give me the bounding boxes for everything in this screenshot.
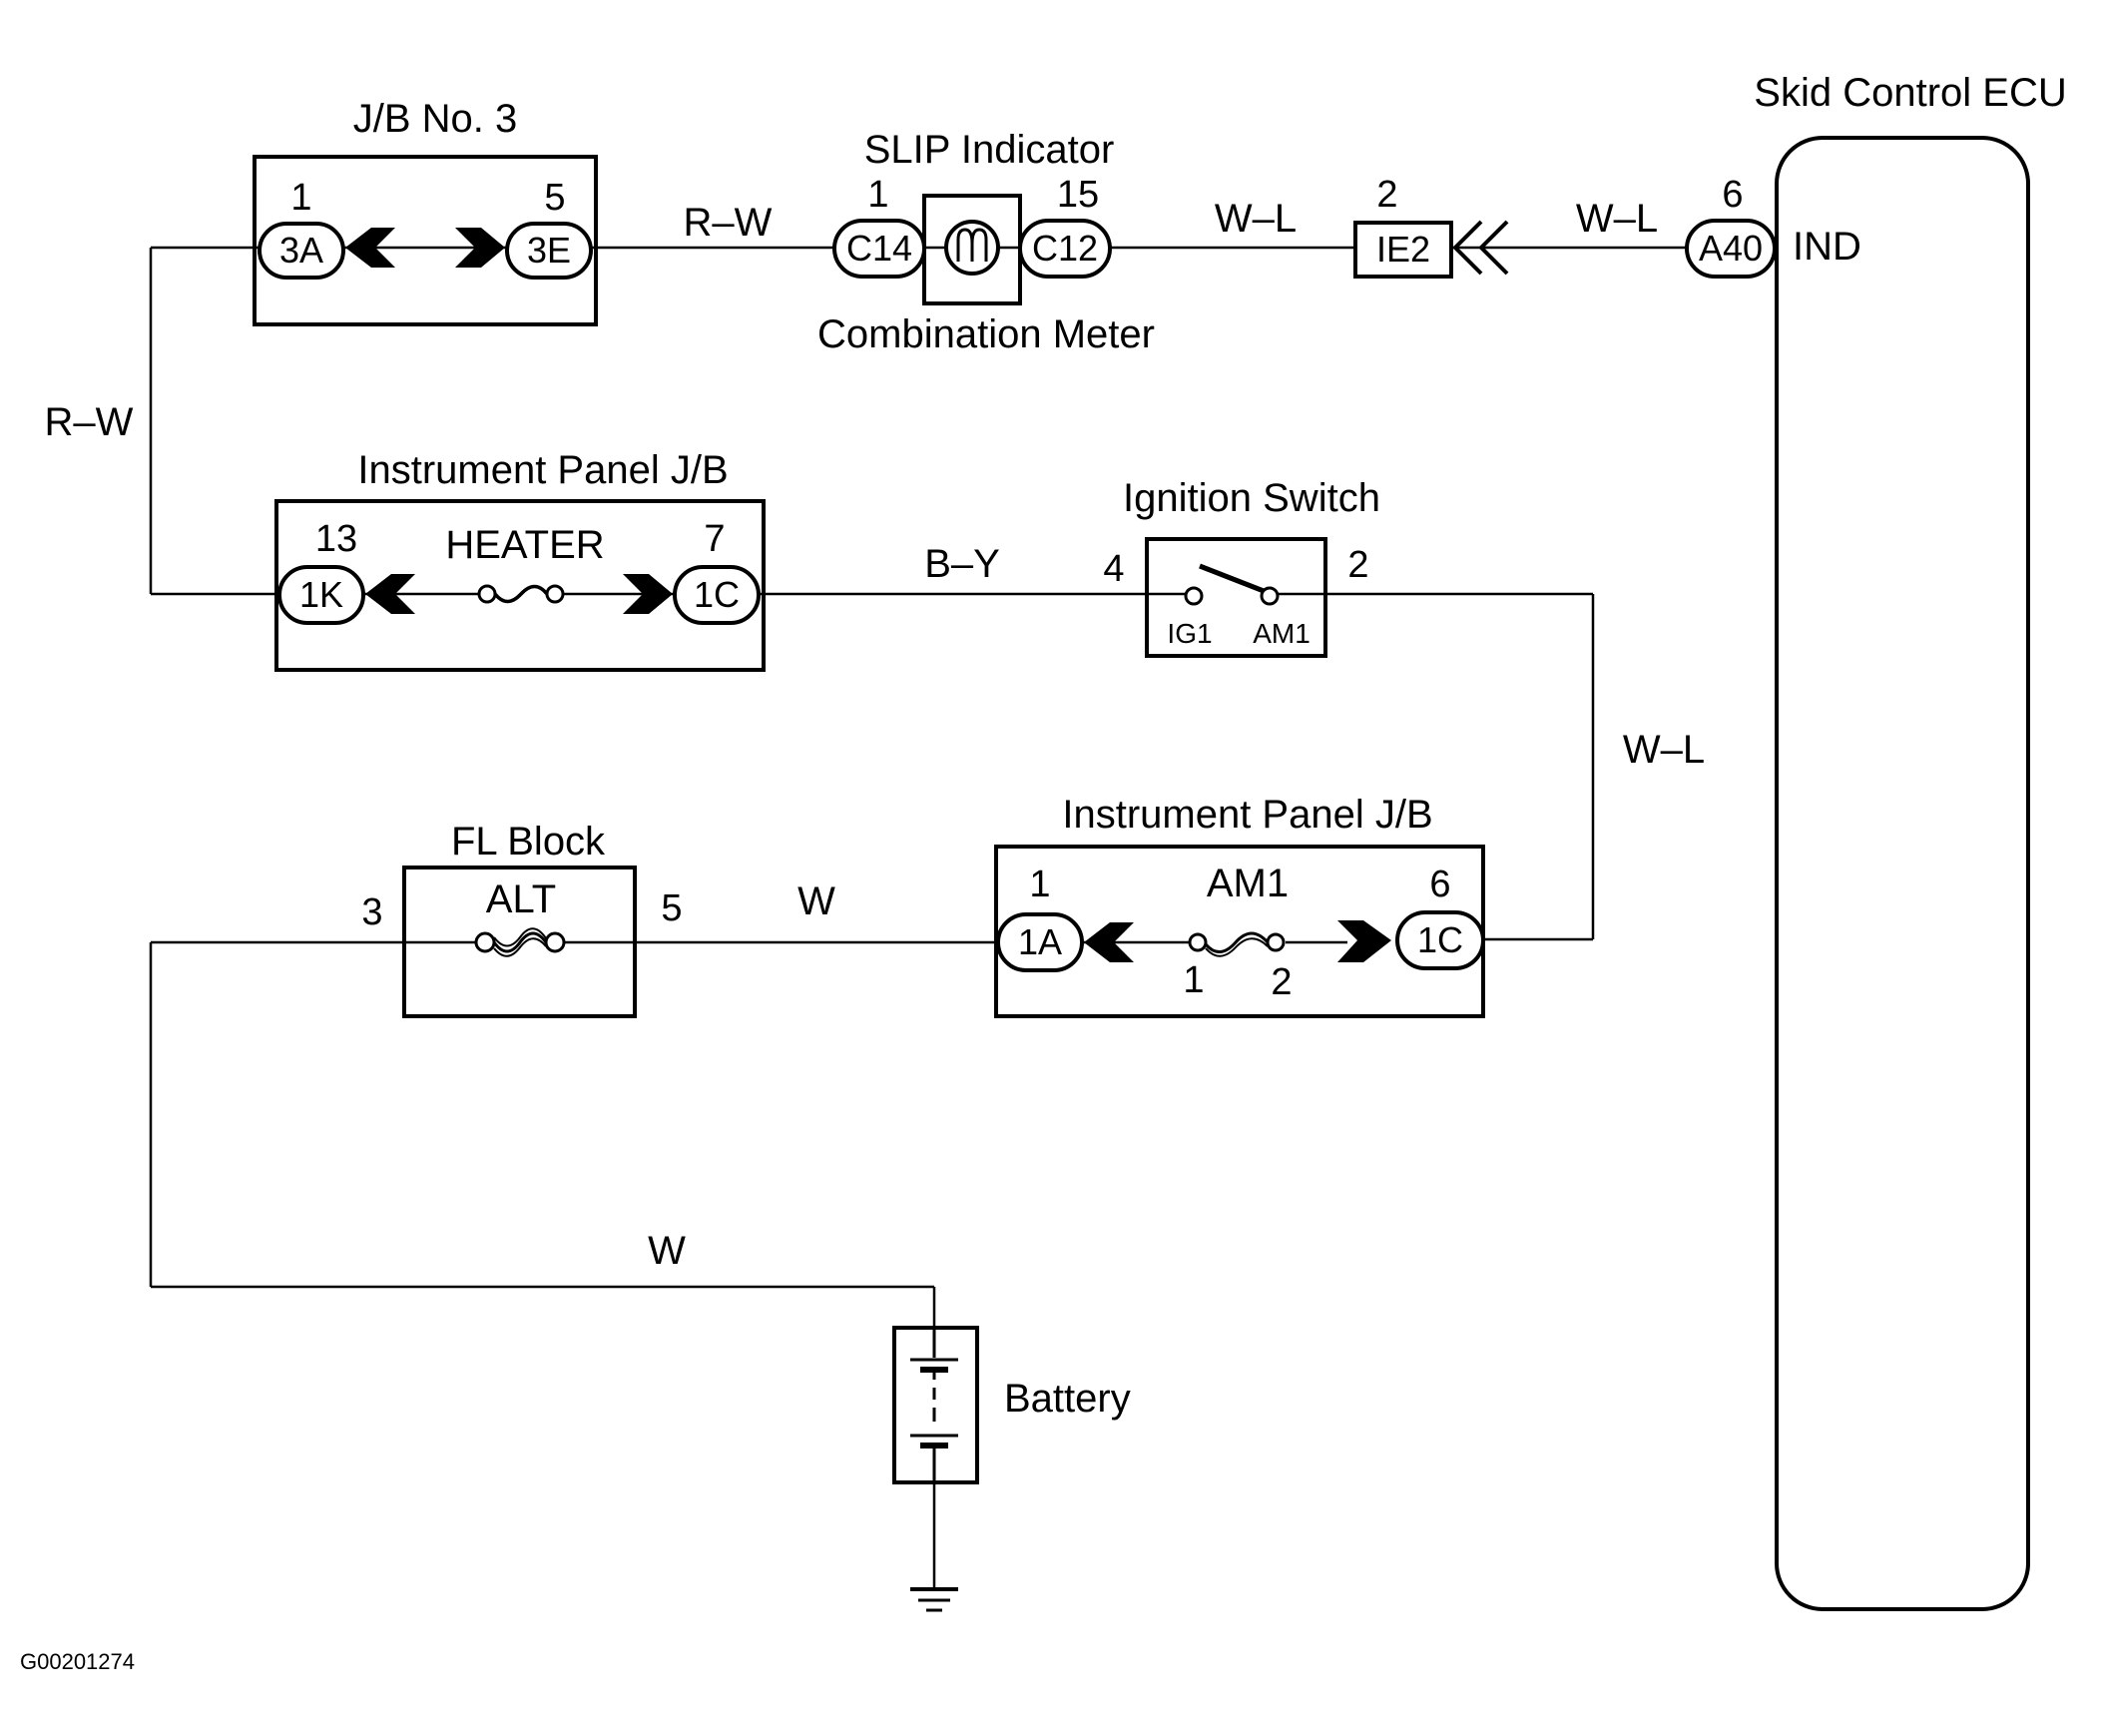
ignition-switch-title: Ignition Switch xyxy=(1123,476,1380,520)
fuse-icon xyxy=(1188,931,1286,957)
fuse-icon xyxy=(477,584,565,604)
wire-label-w-fl: W xyxy=(797,879,835,923)
ie2-pin: 2 xyxy=(1376,174,1397,216)
wire-label-wl-ecu: W–L xyxy=(1576,197,1658,241)
ipjb-am1-pin-right: 6 xyxy=(1429,864,1450,905)
ipjb-heater-pin-right: 7 xyxy=(704,518,725,560)
jb3-pin-right: 5 xyxy=(544,177,565,219)
connector-a40[interactable] xyxy=(1685,219,1777,279)
instrument-panel-jb-heater[interactable]: Instrument Panel J/B 13 7 HEATER 1K 1C xyxy=(274,448,766,672)
ground-icon xyxy=(910,1587,958,1612)
meter-pin-right: 15 xyxy=(1057,174,1099,216)
am1-fuse-pin-2: 2 xyxy=(1271,961,1292,1003)
connector-ie2[interactable] xyxy=(1353,221,1453,279)
ipjb-heater-title: Instrument Panel J/B xyxy=(357,448,728,492)
wires xyxy=(149,246,1689,1589)
bulb-filament-icon xyxy=(956,228,988,262)
chevron-right-icon xyxy=(1337,920,1391,962)
connector-ie2-label: IE2 xyxy=(1376,229,1430,270)
instrument-panel-jb-am1[interactable]: Instrument Panel J/B 1 6 AM1 1A 1C 1 2 xyxy=(994,793,1485,1018)
connector-c12-label: C12 xyxy=(1032,228,1098,269)
chevron-left-icon xyxy=(345,228,395,268)
connector-a40-label: A40 xyxy=(1699,228,1763,269)
ipjb-am1-title: Instrument Panel J/B xyxy=(1062,793,1432,837)
ignition-pin-left: 4 xyxy=(1103,548,1124,590)
ipjb-heater-pin-left: 13 xyxy=(315,518,357,560)
heater-fuse-label: HEATER xyxy=(445,523,604,567)
ignition-switch-box xyxy=(1145,537,1327,658)
am1-fuse-label: AM1 xyxy=(1207,862,1289,905)
ipjb-heater-box xyxy=(274,499,766,672)
combination-meter[interactable]: SLIP Indicator Combination Meter 1 15 C1… xyxy=(817,128,1155,356)
ipjb-am1-pin-left: 1 xyxy=(1029,864,1050,905)
fl-block[interactable]: FL Block ALT 3 5 xyxy=(361,820,683,1018)
meter-pin-left: 1 xyxy=(867,174,888,216)
connector-c14[interactable] xyxy=(832,219,926,279)
wire-label-rw-top: R–W xyxy=(684,201,773,245)
wire-label-w-bottom: W xyxy=(648,1229,686,1273)
connector-3a-label: 3A xyxy=(279,230,323,271)
wire-label-by: B–Y xyxy=(924,542,1000,586)
chevron-right-icon xyxy=(623,574,673,614)
chevron-left-icon xyxy=(365,574,415,614)
fl-block-pin-left: 3 xyxy=(361,891,382,933)
ignition-term-am1: AM1 xyxy=(1253,618,1311,649)
switch-contact-right xyxy=(1260,586,1280,606)
connector-1a-label: 1A xyxy=(1018,921,1062,962)
junction-block-3[interactable]: J/B No. 3 1 5 3A 3E xyxy=(253,97,598,326)
connector-c14-label: C14 xyxy=(846,228,912,269)
switch-lever-icon xyxy=(1199,563,1265,594)
combination-meter-title: Combination Meter xyxy=(817,312,1155,356)
connector-ie2-group[interactable]: 2 IE2 xyxy=(1353,174,1509,279)
fl-block-title: FL Block xyxy=(451,820,606,864)
connector-1c-heater[interactable] xyxy=(673,565,761,625)
ecu-box xyxy=(1775,136,2030,1611)
switch-contact-left xyxy=(1184,586,1204,606)
fusible-link-icon xyxy=(474,927,566,957)
connector-1k[interactable] xyxy=(277,565,365,625)
connector-3e[interactable] xyxy=(505,222,593,280)
ecu-terminal-ind: IND xyxy=(1793,225,1861,269)
plug-arrows-icon xyxy=(1452,220,1509,276)
ignition-pin-right: 2 xyxy=(1347,544,1368,586)
connector-1a[interactable] xyxy=(996,912,1084,972)
jb3-box xyxy=(253,155,598,326)
fl-block-box xyxy=(402,866,637,1018)
wire-label-wl-meter: W–L xyxy=(1215,197,1297,241)
connector-1c-am1-label: 1C xyxy=(1417,919,1463,960)
connector-3a[interactable] xyxy=(258,222,345,280)
ignition-switch[interactable]: Ignition Switch 4 2 IG1 AM1 xyxy=(1103,476,1380,658)
chevron-left-icon xyxy=(1084,922,1134,962)
ecu-pin: 6 xyxy=(1722,174,1743,216)
ignition-term-ig1: IG1 xyxy=(1167,618,1212,649)
fl-block-pin-right: 5 xyxy=(661,887,682,929)
battery-label: Battery xyxy=(1004,1377,1131,1421)
battery[interactable]: Battery xyxy=(892,1326,1131,1484)
ecu-title: Skid Control ECU xyxy=(1754,71,2066,115)
connector-1c-heater-label: 1C xyxy=(694,574,740,615)
slip-indicator-title: SLIP Indicator xyxy=(864,128,1115,172)
connector-c12[interactable] xyxy=(1018,219,1112,279)
alt-fuse-label: ALT xyxy=(486,877,556,921)
skid-control-ecu[interactable]: Skid Control ECU 6 A40 IND xyxy=(1685,71,2067,1611)
am1-fuse-pin-1: 1 xyxy=(1183,959,1204,1001)
chevron-right-icon xyxy=(455,228,505,268)
jb3-pin-left: 1 xyxy=(290,177,311,219)
connector-1k-label: 1K xyxy=(299,574,343,615)
jb3-title: J/B No. 3 xyxy=(353,97,518,141)
diagram-code: G00201274 xyxy=(20,1649,135,1674)
wire-label-rw-left: R–W xyxy=(45,400,134,444)
connector-1c-am1[interactable] xyxy=(1395,910,1485,970)
wire-label-wl-right: W–L xyxy=(1623,728,1705,772)
connector-3e-label: 3E xyxy=(527,230,571,271)
